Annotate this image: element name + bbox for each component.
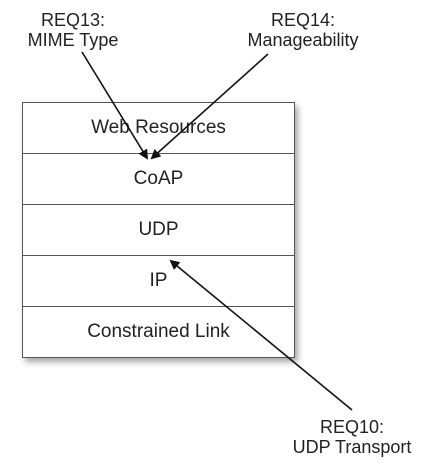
req10-label: REQ10: UDP Transport	[266, 417, 438, 457]
layer-ip: IP	[23, 256, 294, 307]
layer-web-resources: Web Resources	[23, 103, 294, 154]
req13-name: MIME Type	[27, 30, 119, 50]
layer-coap: CoAP	[23, 154, 294, 205]
req14-name: Manageability	[247, 30, 359, 50]
req13-id: REQ13:	[40, 10, 106, 30]
layer-constrained-link: Constrained Link	[87, 321, 230, 342]
req10-id: REQ10:	[319, 417, 385, 437]
req13-label: REQ13: MIME Type	[8, 10, 138, 50]
req14-id: REQ14:	[270, 10, 336, 30]
req10-name: UDP Transport	[292, 437, 412, 457]
req14-label: REQ14: Manageability	[213, 10, 393, 50]
layer-udp: UDP	[23, 205, 294, 256]
protocol-stack: Web Resources CoAP UDP IP Constrained Li…	[22, 102, 295, 358]
